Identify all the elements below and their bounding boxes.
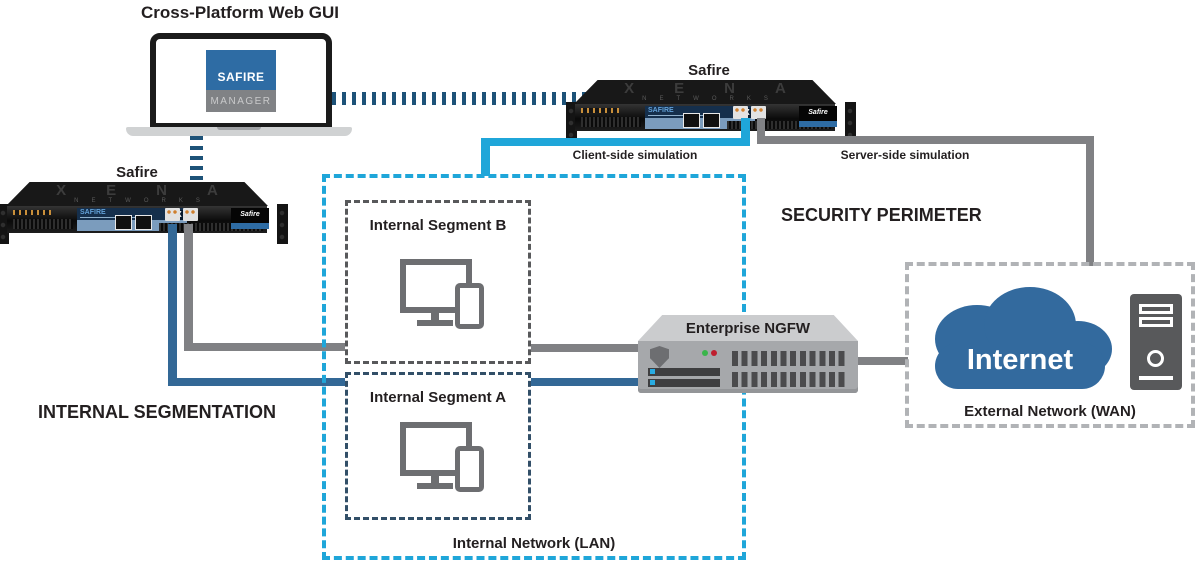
- safire-module-panel: SAFIRE X: [645, 106, 755, 129]
- xena-networks-text: NETWORKS: [642, 95, 781, 102]
- phone-icon: [455, 283, 484, 329]
- segment-b-label: Internal Segment B: [369, 217, 507, 234]
- panel-brand-text: SAFIRE: [80, 209, 106, 216]
- client-sim-cable-horizontal: [481, 138, 750, 146]
- rack-ear-right: [845, 102, 856, 142]
- vent-grille: [159, 223, 263, 231]
- green-led: [702, 350, 708, 356]
- xena-brand-text: XENA: [56, 181, 258, 199]
- status-leds: [13, 210, 51, 215]
- endpoint-devices-icon: [400, 422, 484, 492]
- segment-b-box: Internal Segment B: [345, 200, 531, 364]
- safire-model-badge: Safire: [799, 106, 837, 127]
- mgmt-link-laptop-to-left-safire: [190, 136, 203, 186]
- sfp-port: [183, 208, 198, 221]
- safire-model-badge: Safire: [231, 208, 269, 229]
- client-sim-cable-drop: [741, 118, 750, 146]
- client-sim-cable-vertical: [481, 138, 490, 176]
- top-safire-label: Safire: [688, 62, 730, 79]
- ethernet-port: [115, 215, 132, 230]
- ethernet-port: [703, 113, 720, 128]
- badge-band: [799, 121, 837, 127]
- manager-logo-text: MANAGER: [206, 90, 276, 112]
- sfp-port: [165, 208, 180, 221]
- vent-grille: [727, 121, 831, 129]
- port-bank: [732, 372, 848, 387]
- badge-band: [231, 223, 269, 229]
- safire-appliance-top: XENA NETWORKS SAFIRE X Safire: [566, 80, 856, 144]
- sfp-port: [751, 106, 766, 119]
- internet-cloud: Internet: [915, 281, 1125, 395]
- server-sim-cable-to-wan: [1086, 136, 1094, 266]
- wan-zone-box: External Network (WAN): [905, 262, 1195, 428]
- security-perimeter-label: SECURITY PERIMETER: [781, 205, 982, 225]
- badge-text: Safire: [240, 211, 260, 218]
- segmentation-gray-cable-vertical: [184, 224, 193, 351]
- safire-logo-text: SAFIRE: [206, 50, 276, 90]
- laptop-base: [126, 127, 352, 136]
- server-sim-cable-horizontal: [757, 136, 1094, 144]
- ngfw-label: Enterprise NGFW: [638, 315, 858, 341]
- safire-manager-logo: SAFIRE MANAGER: [206, 50, 276, 112]
- rack-ear-left: [0, 204, 9, 244]
- panel-brand-text: SAFIRE: [648, 107, 674, 114]
- badge-text: Safire: [808, 109, 828, 116]
- safire-appliance-left: XENA NETWORKS SAFIRE X Safire: [0, 182, 288, 246]
- segment-a-label: Internal Segment A: [369, 389, 507, 406]
- rack-ear-right: [277, 204, 288, 244]
- xena-brand-text: XENA: [624, 79, 826, 97]
- mgmt-link-laptop-to-top-safire: [312, 92, 586, 105]
- server-tower-icon: [1130, 294, 1182, 390]
- internal-segmentation-label: INTERNAL SEGMENTATION: [38, 402, 276, 422]
- appliance-front-panel: SAFIRE X Safire: [7, 206, 269, 233]
- segmentation-gray-cable-horizontal: [184, 343, 348, 351]
- red-led: [711, 350, 717, 356]
- ngfw-to-wan-link: [856, 357, 908, 365]
- ethernet-port: [683, 113, 700, 128]
- appliance-front-panel: SAFIRE X Safire: [575, 104, 837, 131]
- status-leds: [581, 108, 619, 113]
- xena-networks-text: NETWORKS: [74, 197, 213, 204]
- laptop-screen: SAFIRE MANAGER: [150, 33, 332, 129]
- drive-slot: [648, 379, 720, 387]
- segment-b-to-ngfw-link: [531, 344, 643, 352]
- lan-zone-label: Internal Network (LAN): [452, 535, 616, 552]
- ngfw-front-panel: [638, 341, 858, 393]
- segment-a-box: Internal Segment A: [345, 372, 531, 520]
- server-sim-cable-drop: [757, 118, 765, 144]
- webgui-title: Cross-Platform Web GUI: [140, 3, 340, 22]
- endpoint-devices-icon: [400, 259, 484, 329]
- segmentation-blue-cable-vertical: [168, 224, 177, 386]
- appliance-top-face: XENA NETWORKS: [574, 80, 836, 104]
- ngfw-appliance: Enterprise NGFW: [638, 315, 858, 395]
- port-bank: [732, 351, 848, 366]
- client-sim-label: Client-side simulation: [572, 148, 698, 162]
- appliance-top-face: XENA NETWORKS: [6, 182, 268, 206]
- shield-icon: [650, 346, 669, 368]
- phone-icon: [455, 446, 484, 492]
- vent-grille: [581, 117, 641, 127]
- drive-slot: [648, 368, 720, 376]
- internet-label: Internet: [967, 344, 1074, 376]
- vent-grille: [13, 219, 73, 229]
- wan-zone-label: External Network (WAN): [964, 403, 1136, 420]
- segment-a-to-ngfw-link: [531, 378, 643, 386]
- ethernet-port: [135, 215, 152, 230]
- segmentation-blue-cable-horizontal: [168, 378, 348, 386]
- left-safire-label: Safire: [116, 164, 158, 181]
- sfp-port: [733, 106, 748, 119]
- server-sim-label: Server-side simulation: [840, 148, 970, 162]
- rack-ear-left: [566, 102, 577, 142]
